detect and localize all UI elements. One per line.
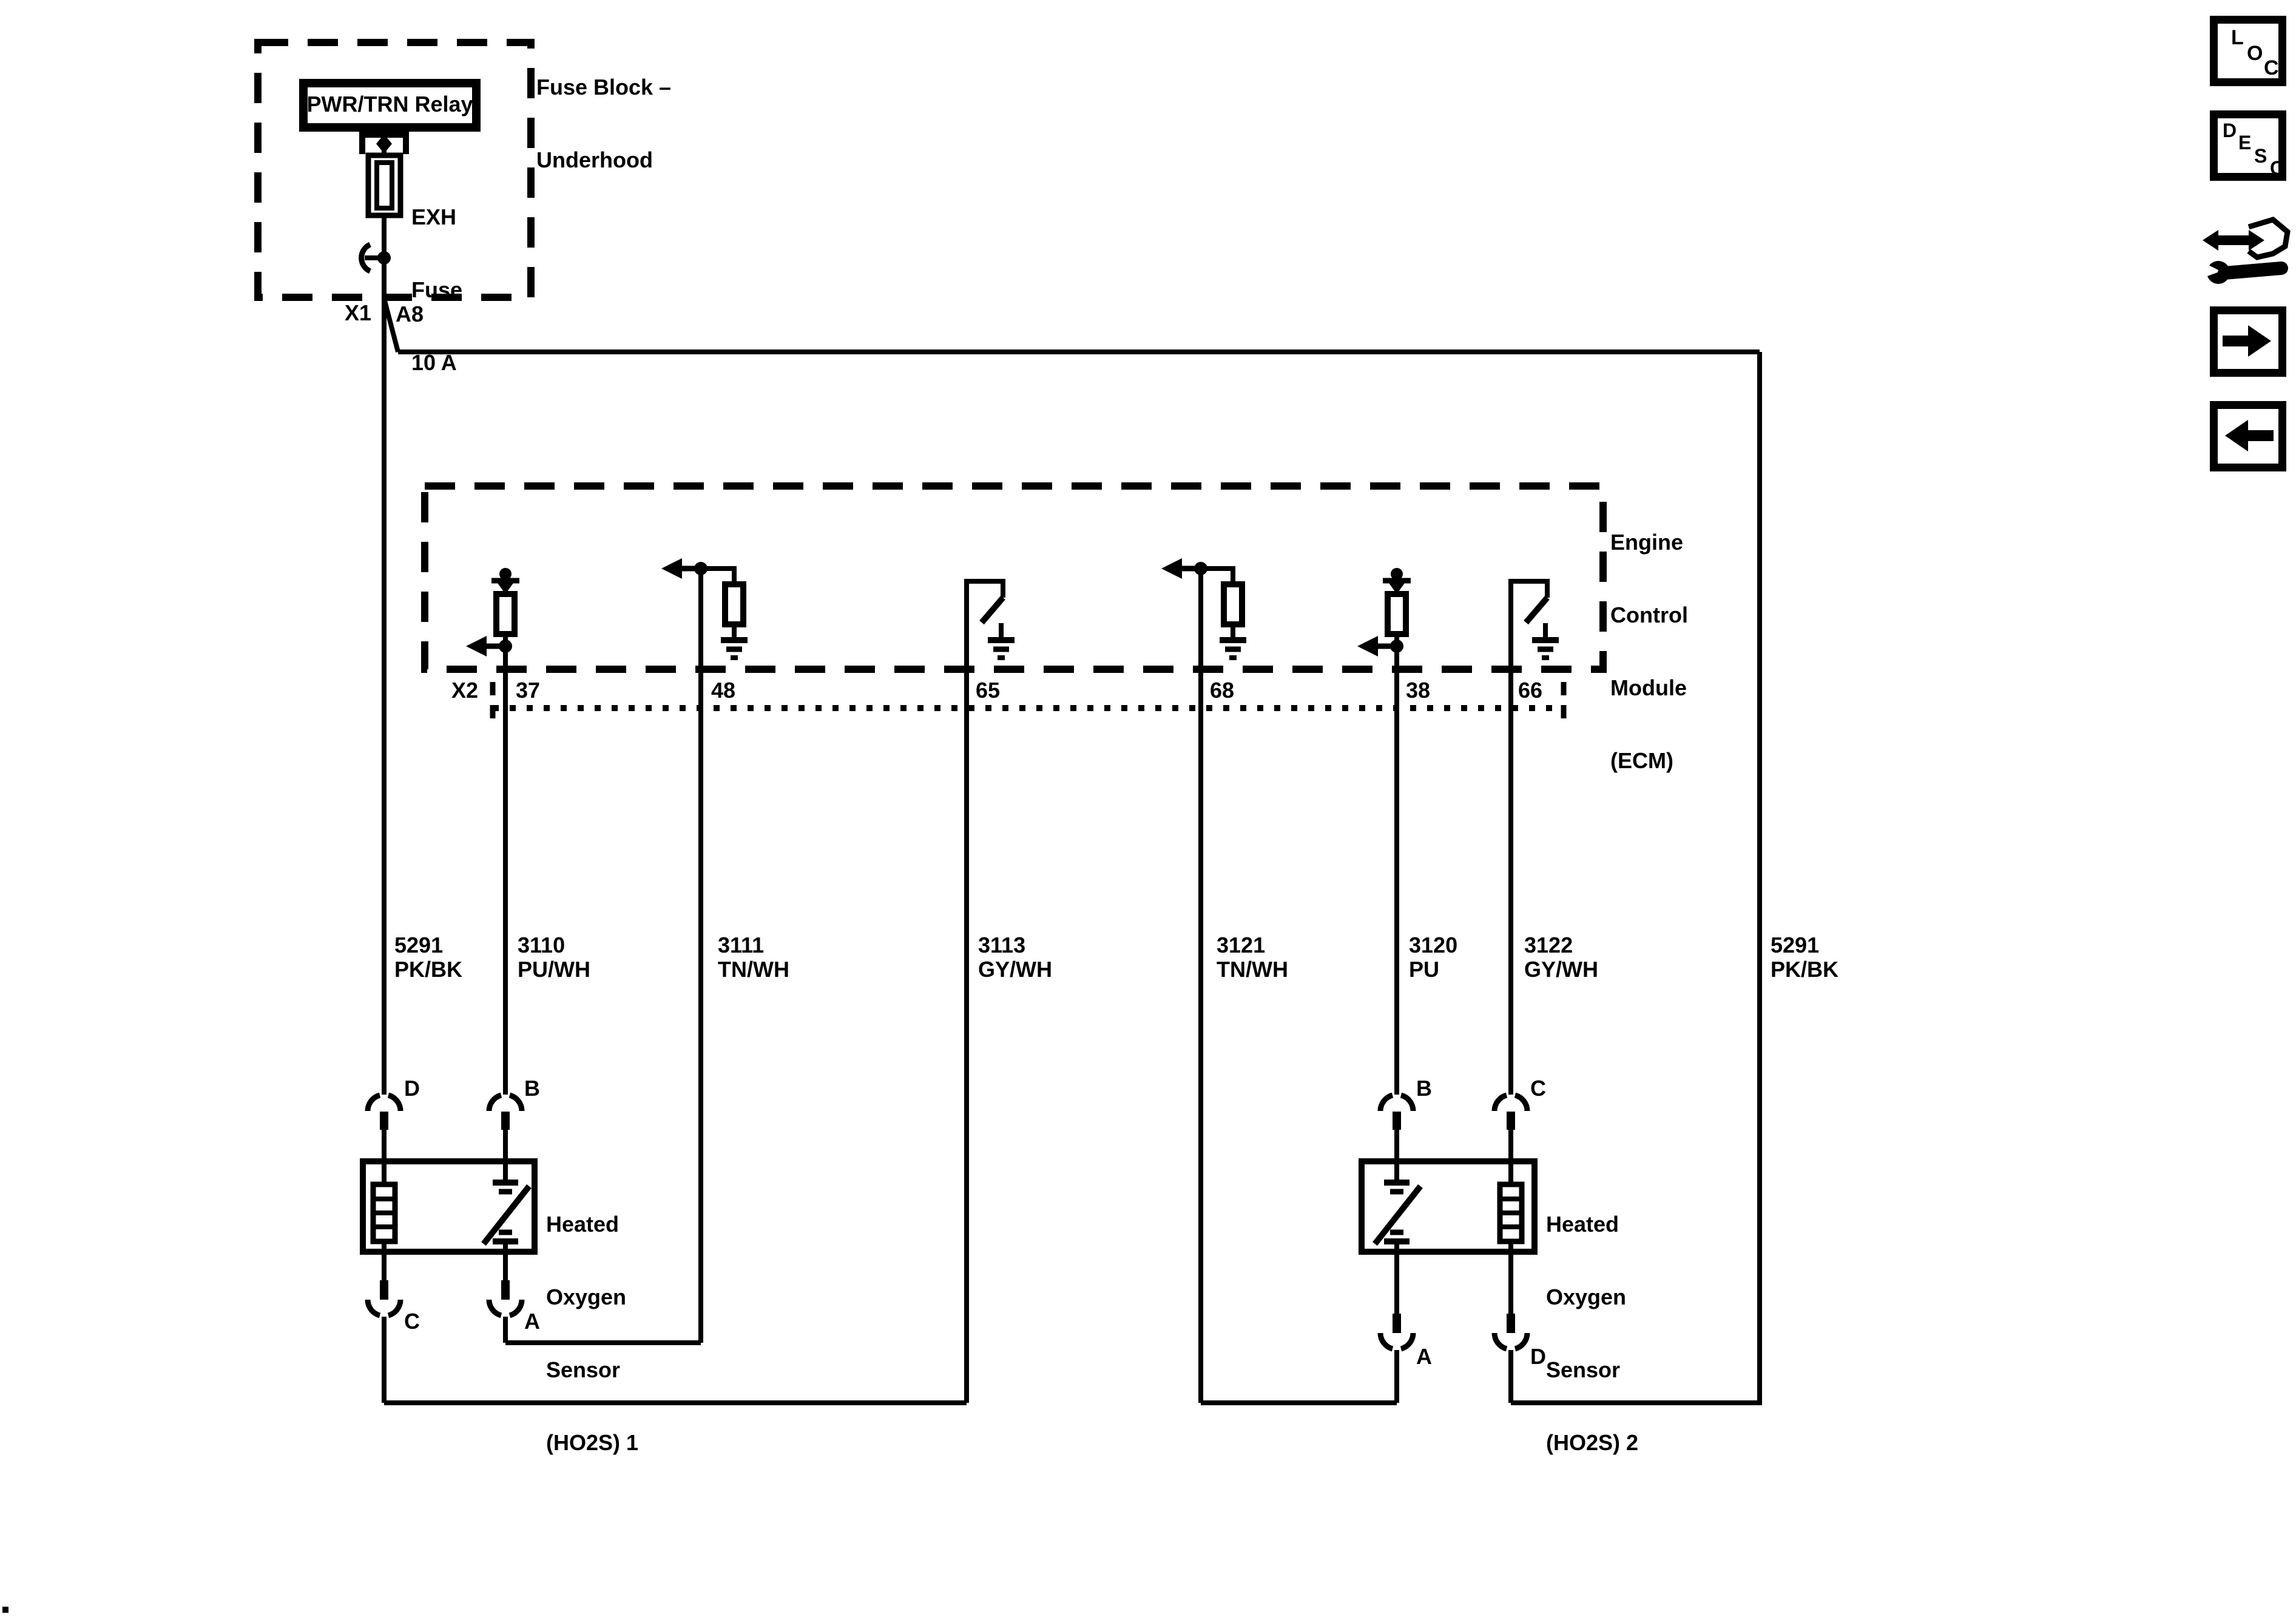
ecm-pin66-circuit (1508, 579, 1559, 669)
ho2s1-pin-c-connector (365, 1252, 403, 1403)
desc-button[interactable]: D E S C (2210, 110, 2286, 181)
wire-5291-right-run (398, 349, 1762, 1405)
ho2s2-pin-b-connector (1377, 1092, 1416, 1161)
ho2s2-label: Heated Oxygen Sensor (HO2S) 2 (1546, 1212, 1639, 1455)
wire-3121-run (1198, 569, 1397, 1405)
pin-a8-label: A8 (396, 302, 424, 326)
ecm-pin-37: 37 (516, 678, 541, 703)
ho2s2-pin-c-label: C (1530, 1076, 1546, 1101)
wiring-tools-icon[interactable] (2201, 214, 2292, 286)
ho2s1-pin-b-connector (486, 1092, 525, 1161)
fuse-block-outline (254, 39, 535, 301)
fuse-label: EXH Fuse 10 A (411, 204, 463, 375)
exh-fuse-symbol (365, 152, 403, 218)
left-arrow-head (2225, 420, 2248, 451)
ho2s2-pin-a-connector (1377, 1252, 1416, 1403)
desc-letter-e: E (2238, 132, 2252, 154)
ho2s2-pin-c-connector (1491, 1092, 1530, 1161)
ho2s2-pin-b-label: B (1416, 1076, 1432, 1101)
connector-x2-label: X2 (451, 678, 479, 703)
desc-letter-s: S (2254, 145, 2267, 167)
fuse-output-terminal-symbol (359, 215, 391, 297)
right-arrow-shaft (2223, 336, 2248, 346)
wire-3113-run (384, 581, 969, 1405)
ho2s1-sensor-element (481, 1161, 532, 1252)
ecm-pin-48: 48 (711, 678, 736, 703)
ecm-pin65-circuit (964, 579, 1015, 669)
wrench-handle (2218, 262, 2288, 280)
pwr-trn-relay-box (299, 79, 481, 132)
wrench-jaw-notch (2203, 262, 2221, 278)
ecm-label: Engine Control Module (ECM) (1610, 530, 1688, 773)
relay-terminal-symbol (359, 127, 409, 157)
ho2s2-heater-element (1497, 1161, 1525, 1252)
ecm-pin38-circuit (1357, 568, 1411, 669)
ho2s2-pin-d-label: D (1530, 1344, 1546, 1369)
ho2s1-pin-a-label: A (524, 1309, 540, 1334)
ecm-pin37-circuit (466, 568, 519, 669)
ho2s1-pin-c-label: C (404, 1309, 420, 1334)
desc-letter-d: D (2223, 120, 2237, 141)
ho2s1-pin-d-connector (365, 1092, 403, 1161)
ho2s2-sensor-element (1373, 1161, 1423, 1252)
loc-letter-c: C (2264, 56, 2279, 79)
loc-letter-o: O (2247, 42, 2263, 65)
ecm-outline (421, 482, 1607, 673)
ecm-pin-66: 66 (1518, 678, 1543, 703)
next-arrow-button[interactable] (2210, 306, 2286, 377)
ho2s2-box (1359, 1158, 1538, 1255)
ho2s1-pin-a-connector (486, 1252, 525, 1343)
loc-letter-l: L (2231, 26, 2244, 49)
wire-3111-run (505, 569, 703, 1345)
right-arrow-head (2248, 325, 2271, 357)
connector-x1-label: X1 (345, 300, 372, 325)
page-corner-dot (2, 1607, 8, 1613)
ho2s1-label: Heated Oxygen Sensor (HO2S) 1 (546, 1212, 639, 1455)
ecm-pin-65: 65 (976, 678, 1001, 703)
double-arrow-left-head (2203, 230, 2218, 251)
fuse-block-label: Fuse Block – Underhood (536, 75, 672, 172)
pointer-outline (2247, 216, 2291, 260)
loc-button[interactable]: L O C (2210, 16, 2286, 86)
ecm-pin-38: 38 (1406, 678, 1431, 703)
ho2s1-heater-element (370, 1161, 398, 1252)
ecm-pin68-circuit (1161, 558, 1246, 660)
double-arrow-right-head (2249, 230, 2264, 251)
desc-letter-c: C (2270, 157, 2284, 179)
ecm-pin48-circuit (661, 558, 748, 660)
relay-label: PWR/TRN Relay (306, 92, 473, 116)
ho2s1-pin-b-label: B (524, 1076, 540, 1101)
left-arrow-shaft (2248, 430, 2274, 441)
ho2s1-pin-d-label: D (404, 1076, 420, 1101)
ho2s2-pin-d-connector (1491, 1252, 1530, 1403)
back-arrow-button[interactable] (2210, 401, 2286, 471)
ho2s2-pin-a-label: A (1416, 1344, 1432, 1369)
ecm-pin-68: 68 (1210, 678, 1235, 703)
ho2s1-box (360, 1158, 538, 1255)
ecm-x2-connector-line (490, 682, 1567, 728)
wire-5291-left-run (382, 297, 400, 1095)
